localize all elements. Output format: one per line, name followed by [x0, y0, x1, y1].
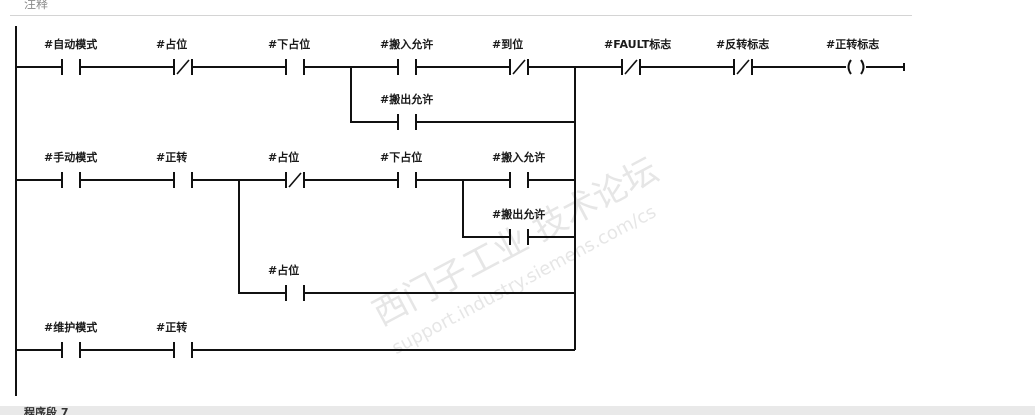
no-contact-net1-0[interactable]: #自动模式 — [44, 37, 97, 77]
segment-label: 程序段 7 — [24, 406, 69, 415]
contact-label: #FAULT标志 — [604, 37, 671, 51]
nc-contact-net1-6[interactable]: #FAULT标志 — [604, 37, 671, 77]
contact-label: #搬入允许 — [492, 150, 545, 164]
nc-contact-net1-1[interactable]: #占位 — [156, 37, 194, 77]
no-contact-net2-1[interactable]: #正转 — [156, 150, 194, 190]
wire — [238, 180, 286, 294]
no-contact-net3-1[interactable]: #正转 — [156, 320, 194, 360]
output-coil-net1[interactable]: #正转标志 — [826, 37, 879, 77]
no-contact-net2-0[interactable]: #手动模式 — [44, 150, 97, 190]
contact-label: #下占位 — [268, 37, 310, 51]
nc-contact-net1-7[interactable]: #反转标志 — [716, 37, 769, 77]
contact-label: #占位 — [268, 150, 299, 164]
contact-label: #手动模式 — [44, 150, 97, 164]
no-contact-net3-0[interactable]: #维护模式 — [44, 320, 97, 360]
contact-label: #到位 — [492, 37, 523, 51]
no-contact-net1-3[interactable]: #搬入允许 — [380, 37, 433, 77]
contact-label: #维护模式 — [44, 320, 97, 334]
contact-label: #搬出允许 — [380, 92, 433, 106]
ladder-wiring — [16, 63, 905, 351]
contact-label: #搬入允许 — [380, 37, 433, 51]
contact-label: #反转标志 — [716, 37, 769, 51]
ladder-elements: #自动模式 #占位 #下占位 #搬入允许 #到位 #搬出允许 #FAULT标志 #反转标志 #正… — [44, 37, 879, 360]
contact-label: #占位 — [156, 37, 187, 51]
contact-label: #搬出允许 — [492, 207, 545, 221]
nc-contact-net1-4[interactable]: #到位 — [492, 37, 530, 77]
no-contact-net2-5[interactable]: #搬出允许 — [492, 207, 545, 247]
contact-label: #正转 — [156, 320, 187, 334]
wire — [350, 67, 398, 123]
coil-label: #正转标志 — [826, 37, 879, 51]
comment-divider — [10, 15, 912, 16]
next-segment-bar[interactable]: 程序段 7 — [0, 406, 1035, 415]
no-contact-net1-2[interactable]: #下占位 — [268, 37, 310, 77]
no-contact-net1-5[interactable]: #搬出允许 — [380, 92, 433, 132]
contact-label: #自动模式 — [44, 37, 97, 51]
contact-label: #正转 — [156, 150, 187, 164]
contact-label: #下占位 — [380, 150, 422, 164]
wire — [462, 180, 510, 238]
nc-contact-net2-2[interactable]: #占位 — [268, 150, 306, 190]
no-contact-net2-6[interactable]: #占位 — [268, 263, 306, 303]
contact-label: #占位 — [268, 263, 299, 277]
comment-label: 注释 — [24, 0, 49, 11]
no-contact-net2-4[interactable]: #搬入允许 — [492, 150, 545, 190]
no-contact-net2-3[interactable]: #下占位 — [380, 150, 422, 190]
